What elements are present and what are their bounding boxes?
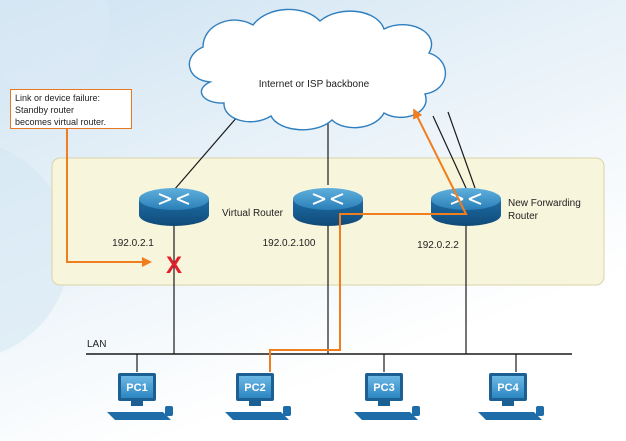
router-arrows-icon: [158, 193, 190, 205]
pc-3[interactable]: PC3: [354, 373, 420, 420]
router-2-name-line2: Router: [508, 211, 539, 222]
failure-pointer: [66, 129, 152, 267]
failure-x-icon: X: [166, 252, 182, 279]
failure-callout: Link or device failure: Standby router b…: [10, 89, 132, 129]
router-arrows-icon: [312, 193, 344, 205]
pc-4-label: PC4: [497, 382, 519, 394]
internet-cloud: [188, 8, 447, 131]
traffic-path: [269, 108, 468, 372]
pc-4[interactable]: PC4: [478, 373, 544, 420]
callout-line: Link or device failure:: [15, 93, 101, 103]
uplink-lines: [173, 111, 476, 191]
callout-line: becomes virtual router.: [15, 117, 107, 127]
virtual-router-label: Virtual Router: [222, 208, 284, 219]
pc-2[interactable]: PC2: [225, 373, 291, 420]
router-192-0-2-1[interactable]: [139, 188, 209, 226]
pc-1[interactable]: PC1: [107, 373, 173, 420]
router-192-0-2-2[interactable]: [431, 188, 501, 226]
pc-3-label: PC3: [373, 382, 394, 394]
pc-drop-lines: [136, 354, 517, 372]
virtual-router[interactable]: [293, 188, 363, 226]
virtual-router-ip: 192.0.2.100: [263, 238, 316, 249]
router-2-ip: 192.0.2.2: [417, 240, 459, 251]
cloud-label: Internet or ISP backbone: [259, 79, 370, 90]
pc-2-label: PC2: [244, 382, 265, 394]
pc-1-label: PC1: [126, 382, 147, 394]
router-2-name-line1: New Forwarding: [508, 198, 581, 209]
router-1-ip: 192.0.2.1: [112, 238, 154, 249]
background-decoration: [0, 0, 110, 90]
lan-label: LAN: [87, 339, 106, 350]
lan-drop-lines: [173, 225, 467, 354]
callout-line: Standby router: [15, 105, 75, 115]
